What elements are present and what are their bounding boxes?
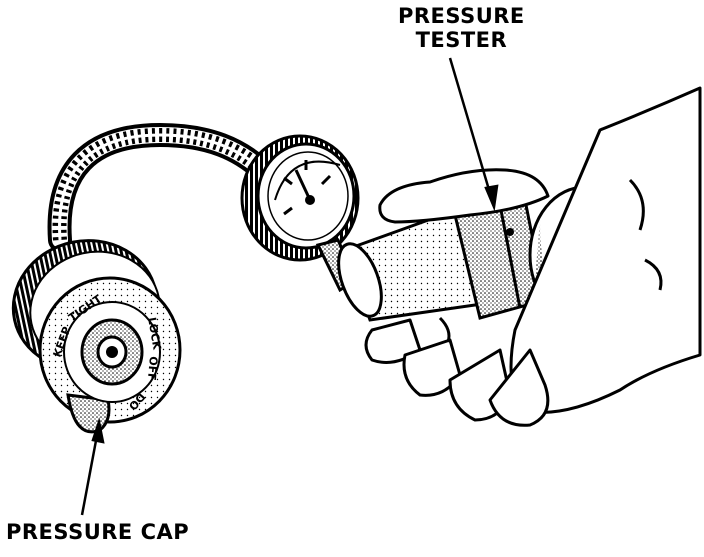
- hose: [47, 122, 274, 252]
- pressure-cap: KEEP TIGHT LOCK OFF DO: [11, 239, 182, 434]
- pressure-tester-label-line1: PRESSURE: [398, 4, 525, 28]
- gauge-pivot: [305, 195, 315, 205]
- cap-arrowhead: [91, 417, 105, 444]
- cap-text-3: LOCK: [145, 316, 164, 351]
- gauge-needle: [294, 169, 312, 201]
- cap-text-4: OFF: [145, 356, 160, 381]
- hand: [364, 86, 702, 427]
- pressure-tester-label: PRESSURE TESTER: [398, 4, 525, 52]
- pressure-cap-label: PRESSURE CAP: [6, 520, 190, 544]
- leader-lines: [80, 57, 499, 516]
- tester-leader-line: [448, 57, 494, 201]
- tester-arrowhead: [484, 184, 499, 212]
- pressure-gauge: [240, 134, 360, 293]
- cap-leader-line: [80, 429, 100, 516]
- pressure-tester-label-line2: TESTER: [415, 28, 508, 52]
